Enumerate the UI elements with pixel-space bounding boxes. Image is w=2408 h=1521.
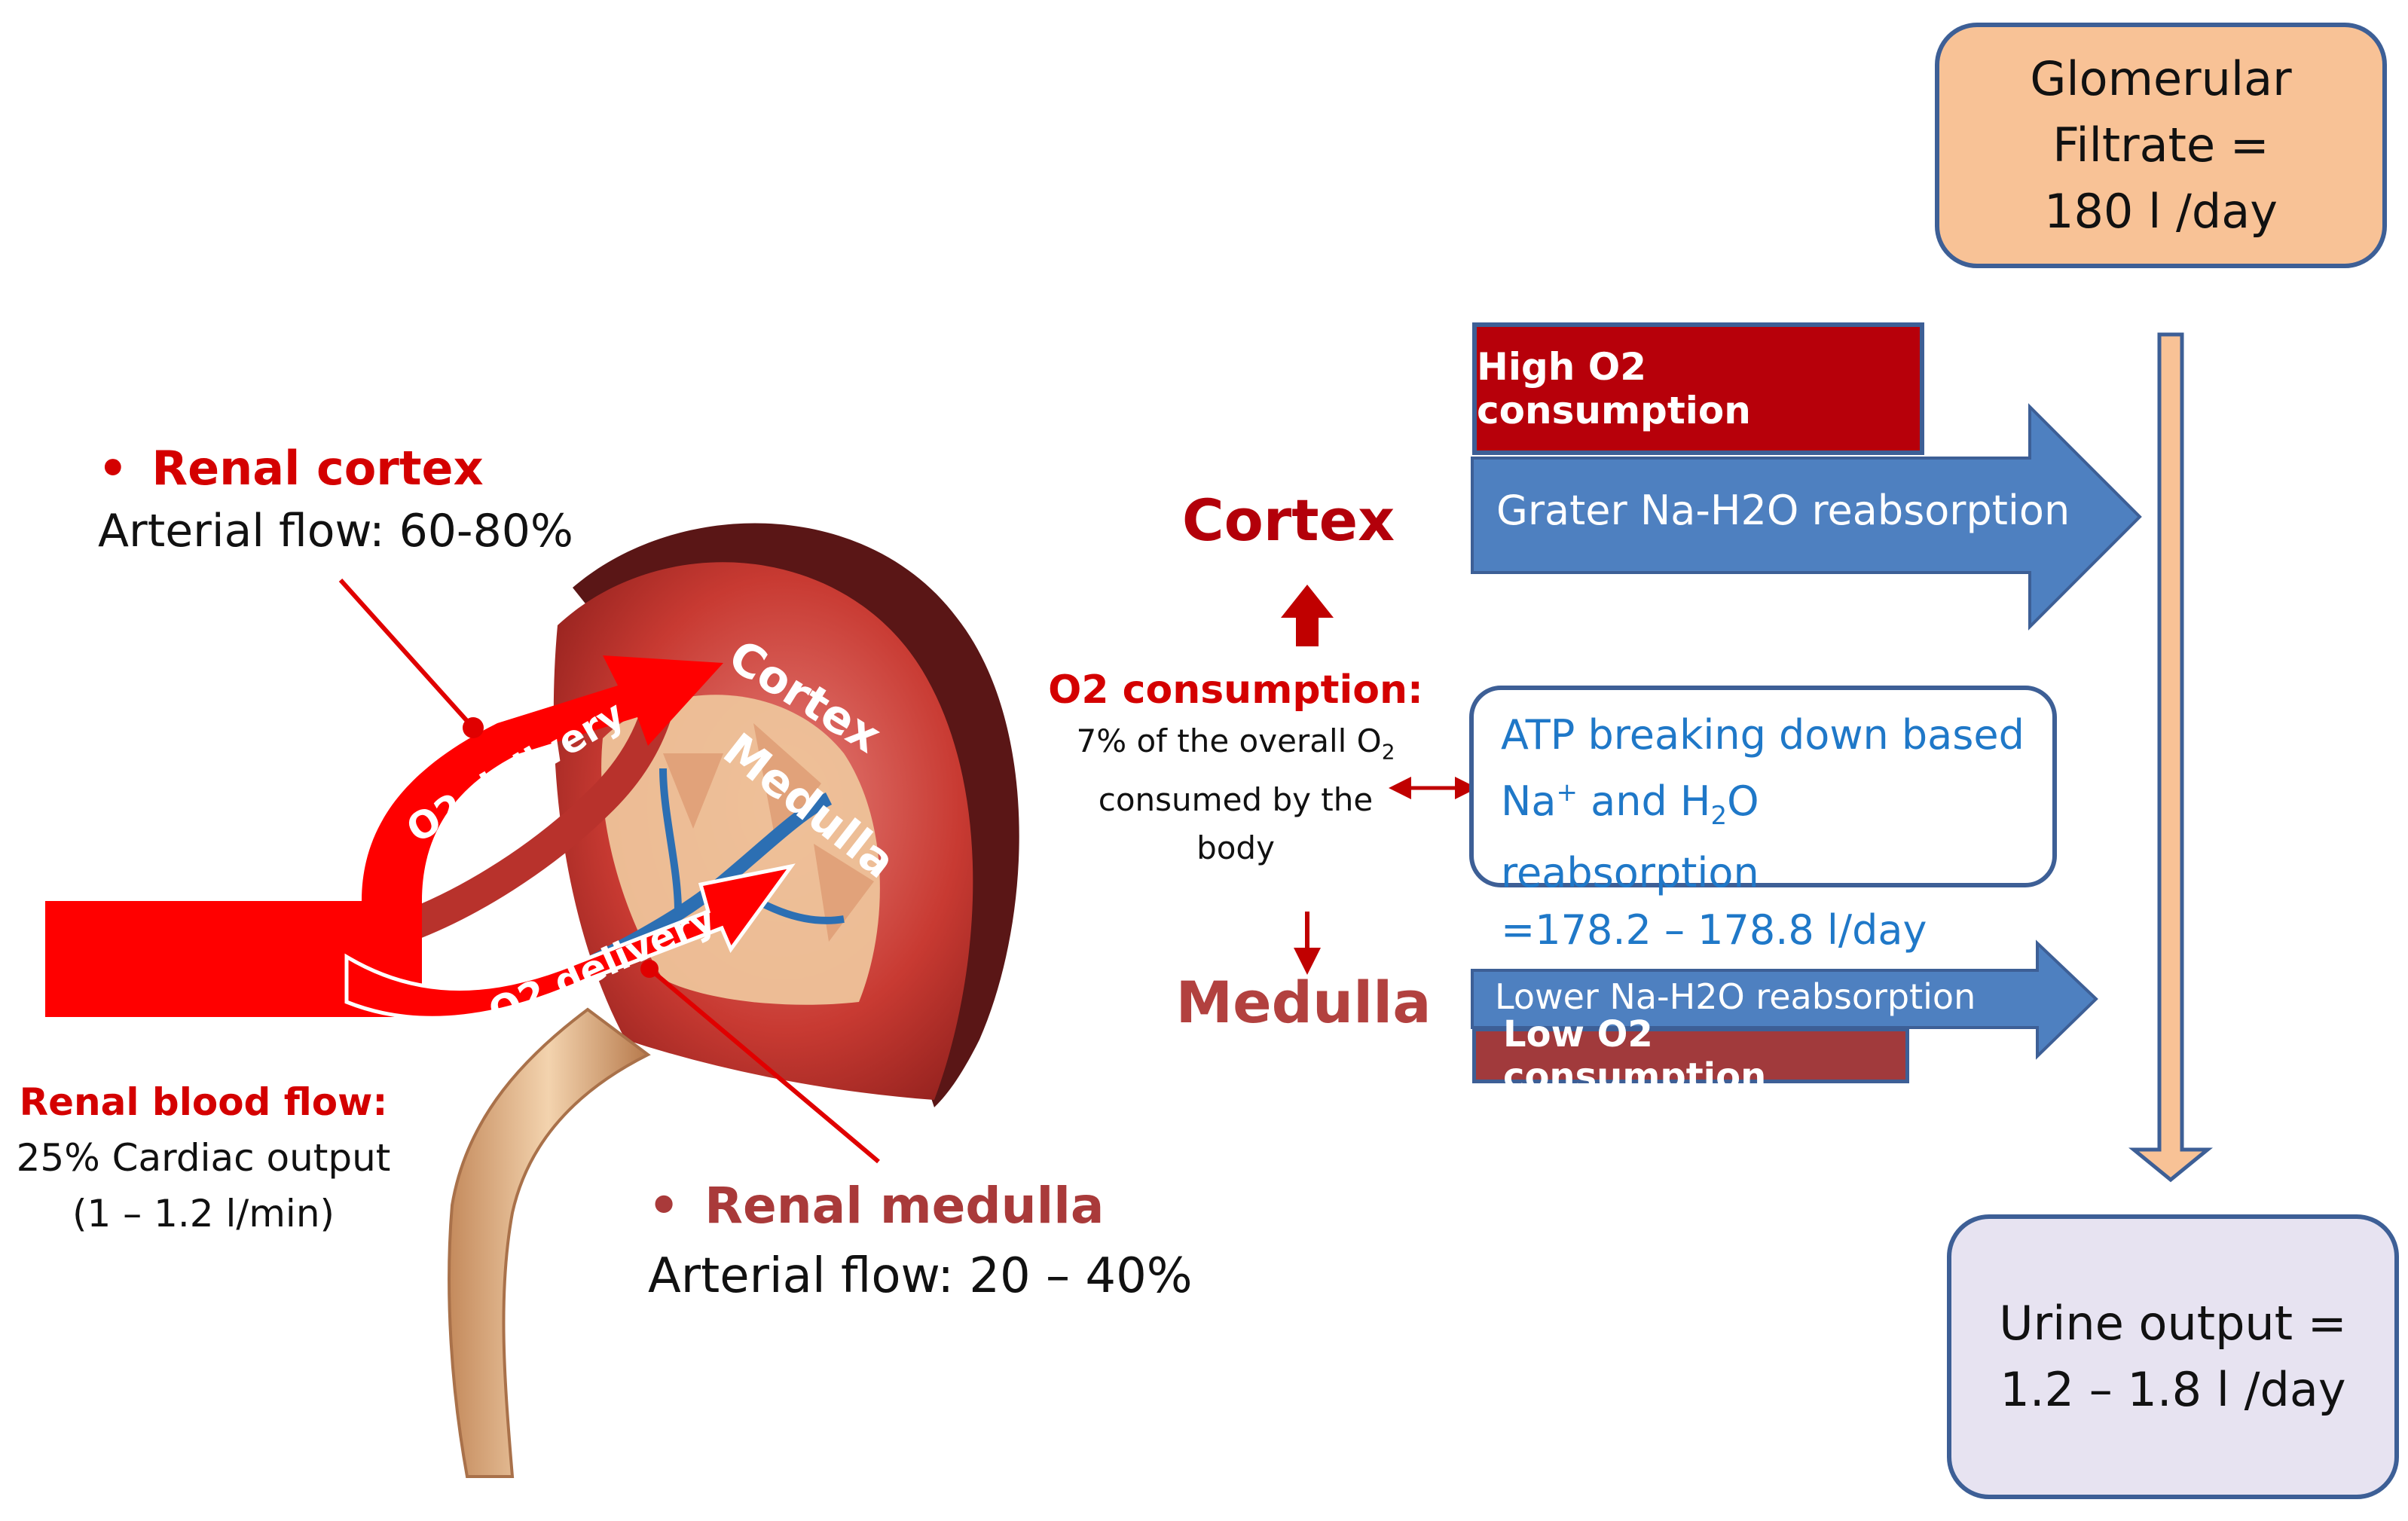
center-cortex-label: Cortex xyxy=(1181,487,1395,554)
ureter xyxy=(448,1007,651,1478)
o2-consumption-line1: 7% of the overall O2 xyxy=(1040,717,1432,776)
renal-cortex-annotation: • Renal cortex Arterial flow: 60-80% xyxy=(98,440,573,565)
high-o2-consumption-bar: High O2 consumption xyxy=(1472,322,1924,455)
medulla-pointer-dot xyxy=(640,960,659,978)
cortex-pointer-dot xyxy=(463,717,484,738)
o2-delivery-arrow-cortex xyxy=(45,655,723,1017)
renal-blood-flow-line2: (1 – 1.2 l/min) xyxy=(72,1192,335,1235)
o2-delivery-arrow-medulla xyxy=(344,863,796,1020)
cortex-pointer-line xyxy=(338,578,475,730)
o2-line1-text: 7% of the overall O xyxy=(1076,722,1382,759)
renal-medulla-annotation: • Renal medulla Arterial flow: 20 – 40% xyxy=(648,1172,1193,1312)
atp-reabsorption-box: ATP breaking down based Na+ and H2O reab… xyxy=(1469,686,2057,954)
bullet: • xyxy=(98,441,128,496)
urine-line2: 1.2 – 1.8 l /day xyxy=(2000,1362,2346,1417)
medulla-pointer-line xyxy=(648,967,880,1164)
renal-vein-branch xyxy=(659,768,682,912)
renal-medulla-title: Renal medulla xyxy=(704,1177,1105,1235)
o2-consumption-title: O2 consumption: xyxy=(1048,667,1423,713)
glomerular-line2: Filtrate = xyxy=(2052,118,2269,173)
center-medulla-label: Medulla xyxy=(1175,969,1432,1036)
h2o-sub: 2 xyxy=(1710,800,1728,831)
low-o2-consumption-bar: Low O2 consumption xyxy=(1472,1013,1909,1098)
renal-cortex-title: Renal cortex xyxy=(151,441,484,496)
bullet: • xyxy=(648,1177,680,1235)
cortex-reabsorption-arrow xyxy=(1471,403,2142,631)
renal-artery xyxy=(391,700,671,942)
renal-medulla-flow: Arterial flow: 20 – 40% xyxy=(648,1248,1193,1304)
glomerular-line3: 180 l /day xyxy=(2044,184,2278,239)
renal-blood-flow: Renal blood flow: 25% Cardiac output (1 … xyxy=(0,1074,407,1242)
glomerular-line1: Glomerular xyxy=(2030,51,2292,106)
medulla-reabsorption-label: Lower Na-H2O reabsorption xyxy=(1495,976,1976,1017)
o2-line1-sub: 2 xyxy=(1381,739,1395,765)
renal-blood-flow-line1: 25% Cardiac output xyxy=(16,1136,391,1180)
renal-pyramid xyxy=(663,753,723,829)
atp-line3: =178.2 – 178.8 l/day xyxy=(1501,906,1927,954)
up-arrow-to-cortex xyxy=(1281,585,1334,646)
urine-output-box: Urine output = 1.2 – 1.8 l /day xyxy=(1947,1214,2399,1499)
filtrate-to-urine-arrow xyxy=(2128,332,2214,1183)
renal-pyramid xyxy=(753,723,821,844)
renal-cortex-flow: Arterial flow: 60-80% xyxy=(98,505,573,557)
cortex-reabsorption-label: Grater Na-H2O reabsorption xyxy=(1496,487,2070,534)
o2-consumption-line2: consumed by the xyxy=(1098,781,1374,819)
o2-consumption-line3: body xyxy=(1196,829,1275,867)
o2-consumption-block: O2 consumption: 7% of the overall O2 con… xyxy=(1040,663,1432,872)
urine-line1: Urine output = xyxy=(1999,1296,2347,1351)
glomerular-filtrate-box: Glomerular Filtrate = 180 l /day xyxy=(1935,23,2387,268)
atp-line2: Na+ and H2O reabsorption xyxy=(1501,777,1759,896)
renal-blood-flow-title: Renal blood flow: xyxy=(19,1080,388,1124)
na-plus-sup: + xyxy=(1556,777,1578,808)
atp-line1: ATP breaking down based xyxy=(1501,711,2024,759)
